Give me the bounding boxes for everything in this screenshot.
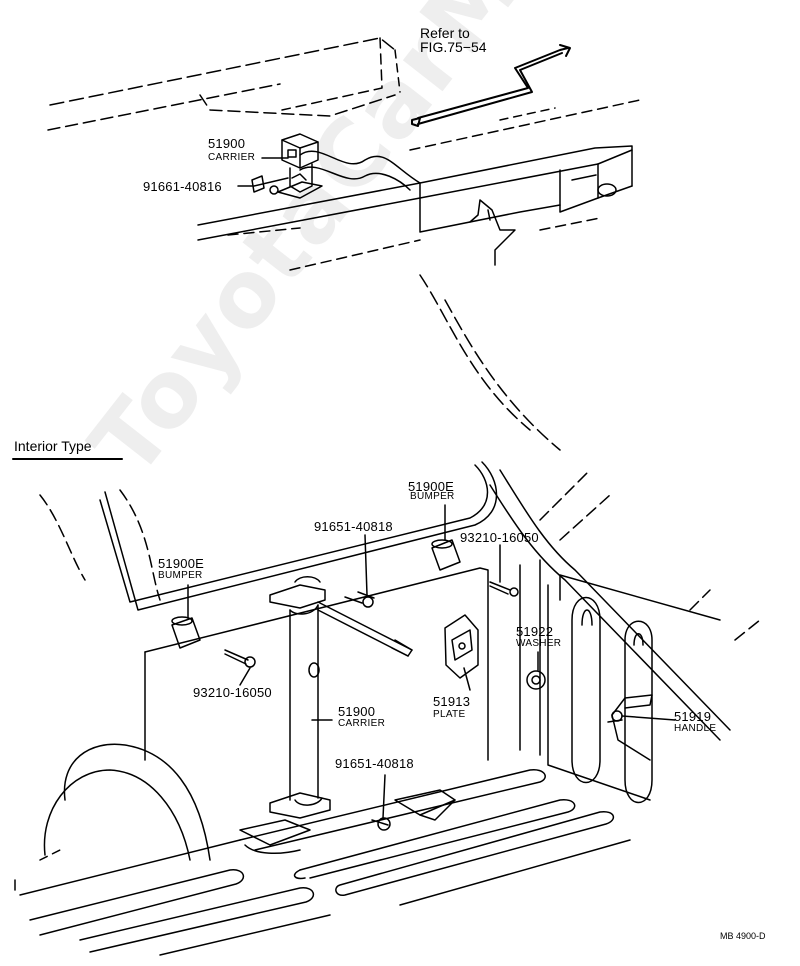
plate-number: 51913 xyxy=(433,694,471,709)
jack-handle-rod xyxy=(411,44,571,127)
reference-line1: Refer to xyxy=(420,25,470,41)
lower-carrier xyxy=(239,576,413,855)
bumper-top-name: BUMPER xyxy=(410,491,455,502)
bolts xyxy=(224,581,519,831)
interior-body xyxy=(14,274,761,956)
bolt-lower-number: 91651-40818 xyxy=(335,756,414,771)
lower-carrier-number: 51900 xyxy=(338,704,376,719)
upper-bolt-number: 91661-40816 xyxy=(143,179,222,194)
lower-carrier-name: CARRIER xyxy=(338,718,386,729)
bumper-top-number: 51900E xyxy=(408,479,455,494)
section-title: Interior Type xyxy=(14,438,92,454)
diagram-code: MB 4900-D xyxy=(720,931,766,941)
handle xyxy=(607,694,653,761)
handle-name: HANDLE xyxy=(674,723,717,734)
washer-number: 51922 xyxy=(516,624,554,639)
upper-frame xyxy=(47,37,641,271)
handle-number: 51919 xyxy=(674,709,712,724)
bumpers xyxy=(171,539,461,649)
bumper-left-number: 51900E xyxy=(158,556,205,571)
upper-carrier-name: CARRIER xyxy=(208,152,256,163)
reference-line2: FIG.75−54 xyxy=(420,39,487,55)
bolt-right-number: 93210-16050 xyxy=(460,530,539,545)
bolt-left-number: 93210-16050 xyxy=(193,685,272,700)
bumper-left-name: BUMPER xyxy=(158,570,203,581)
washer xyxy=(526,670,546,690)
plate xyxy=(444,614,479,679)
bolt-upper-number: 91651-40818 xyxy=(314,519,393,534)
upper-carrier xyxy=(251,133,323,199)
upper-carrier-number: 51900 xyxy=(208,136,246,151)
washer-name: WASHER xyxy=(516,638,562,649)
plate-name: PLATE xyxy=(433,709,466,720)
